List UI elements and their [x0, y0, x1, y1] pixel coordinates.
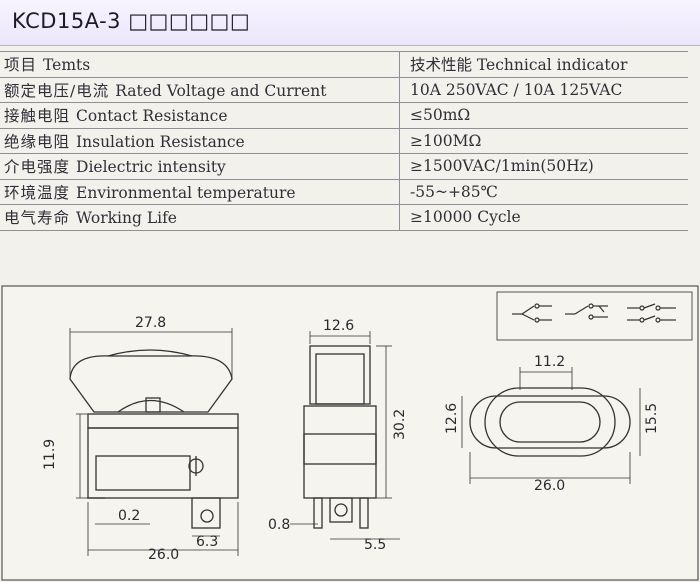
row-cn-label: 环境温度: [4, 183, 71, 202]
table-row: 介电强度 Dielectric intensity ≥1500VAC/1min(5…: [0, 153, 688, 180]
title-bar: KCD15A-3 □□□□□□: [0, 0, 700, 46]
table-row: 额定电压/电流 Rated Voltage and Current 10A 250…: [0, 76, 688, 103]
dim-front-width-bottom: 26.0: [148, 547, 179, 563]
front-view-dimensions: [69, 328, 239, 556]
table-row: 项目 Temts 技术性能 Technical indicator: [0, 51, 688, 78]
side-view: [303, 345, 377, 529]
row-value: 技术性能 Technical indicator: [399, 51, 688, 78]
row-value: ≥1500VAC/1min(50Hz): [399, 153, 688, 180]
top-view-dimensions: [461, 367, 641, 484]
dimension-drawing: 27.8 11.9 0.2 6.3 26.0 12.6 30.2 0.8 5.5: [1, 285, 699, 581]
page-title: KCD15A-3 □□□□□□: [12, 9, 251, 33]
row-cn-label: 绝缘电阻: [4, 132, 71, 151]
table-row: 接触电阻 Contact Resistance ≤50mΩ: [0, 102, 688, 129]
row-value: -55~+85℃: [399, 178, 688, 205]
row-value: ≥10000 Cycle: [399, 204, 688, 231]
dim-front-height: 11.9: [42, 439, 58, 470]
schematic-box: [496, 291, 693, 341]
dim-front-width-top: 27.8: [135, 315, 166, 331]
dim-side-pin-space: 5.5: [364, 537, 386, 553]
top-view: [469, 387, 631, 457]
dim-front-offset: 0.2: [118, 508, 140, 524]
dim-front-pin: 6.3: [196, 534, 218, 550]
row-en-label: Dielectric intensity: [76, 158, 226, 177]
row-cn-label: 额定电压/电流: [4, 81, 110, 100]
row-en-label: Environmental temperature: [76, 183, 296, 202]
row-value: 10A 250VAC / 10A 125VAC: [399, 76, 688, 103]
dim-side-height: 30.2: [392, 409, 408, 440]
spec-table: 项目 Temts 技术性能 Technical indicator 额定电压/电流…: [0, 51, 688, 231]
row-cn-label: 项目: [4, 56, 38, 75]
row-en-label: Insulation Resistance: [76, 132, 245, 151]
row-value: ≥100MΩ: [399, 127, 688, 154]
row-en-label: Working Life: [76, 209, 177, 228]
dim-top-inner: 11.2: [534, 354, 565, 370]
table-row: 环境温度 Environmental temperature -55~+85℃: [0, 178, 688, 205]
table-row: 电气寿命 Working Life ≥10000 Cycle: [0, 204, 688, 231]
dim-top-right-height: 15.5: [644, 403, 660, 434]
dim-top-width: 26.0: [534, 478, 565, 494]
row-en-label: Contact Resistance: [76, 107, 228, 126]
double-switch-icon: [627, 303, 676, 323]
row-en-label: Temts: [43, 56, 91, 75]
front-view: [69, 349, 239, 529]
row-cn-label: 电气寿命: [4, 209, 71, 228]
dim-side-pin-thick: 0.8: [268, 517, 290, 533]
row-value: ≤50mΩ: [399, 102, 688, 129]
dim-top-left-height: 12.6: [444, 403, 460, 434]
spdt-switch-icon: [512, 303, 552, 323]
dim-side-width: 12.6: [323, 318, 354, 334]
table-row: 绝缘电阻 Insulation Resistance ≥100MΩ: [0, 127, 688, 154]
dpst-switch-icon: [565, 303, 608, 320]
row-cn-label: 接触电阻: [4, 107, 71, 126]
side-view-dimensions: [290, 331, 400, 540]
row-cn-label: 介电强度: [4, 158, 71, 177]
row-en-label: Rated Voltage and Current: [115, 81, 327, 100]
